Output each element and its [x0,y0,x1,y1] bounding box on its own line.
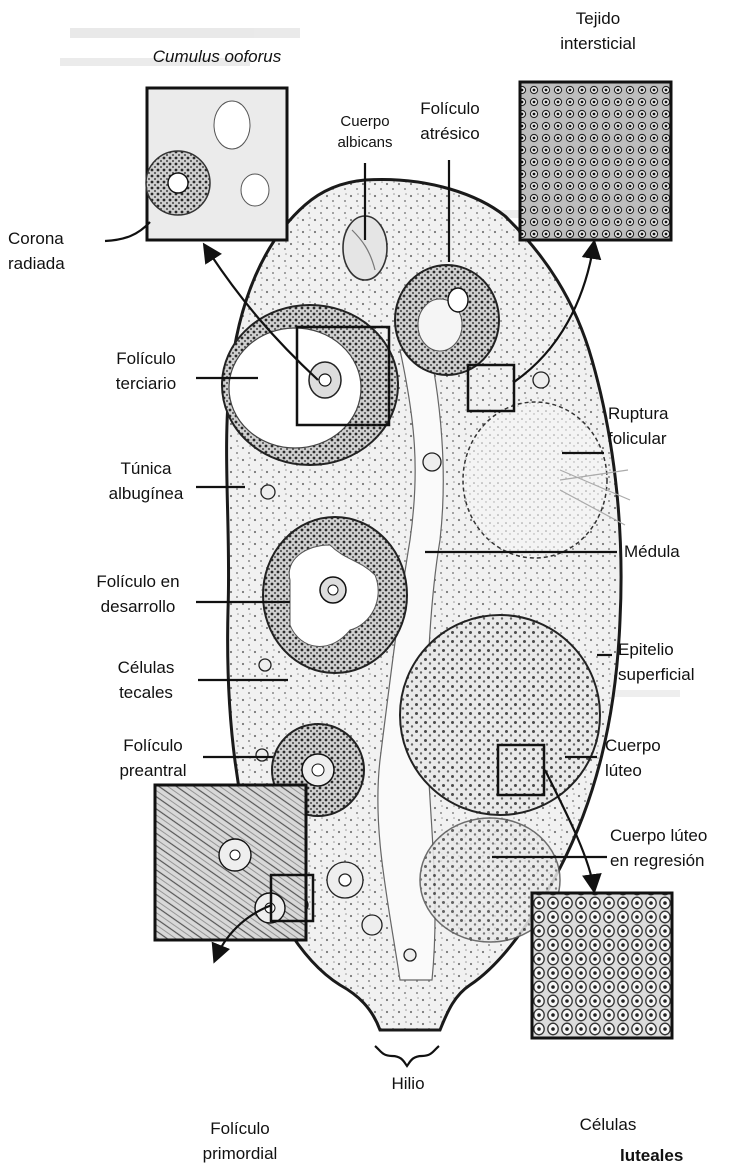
tertiary-follicle [222,305,398,465]
label-celulas-luteales-2: luteales [620,1143,683,1168]
inset-celulas-luteales [532,893,672,1038]
hilum-bracket [375,1046,439,1066]
developing-follicle [263,517,407,673]
label-cumulus-ooforus: Cumulus ooforus [138,44,296,69]
corpus-luteum [400,615,600,815]
atretic-follicle [395,265,499,375]
label-hilio: Hilio [375,1071,441,1096]
label-medula: Médula [624,539,680,564]
label-celulas-luteales-1: Células [558,1112,658,1137]
inset-tejido-intersticial [520,82,671,240]
